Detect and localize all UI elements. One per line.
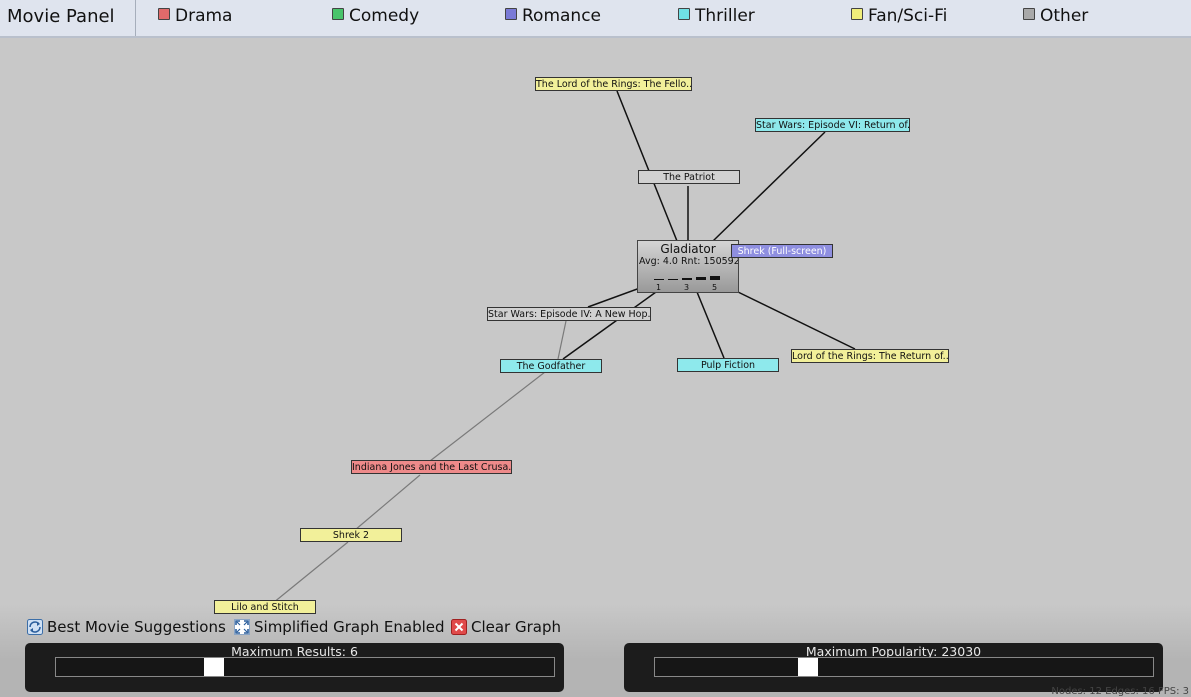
comedy-swatch-icon (332, 8, 344, 20)
node-star-wars-vi[interactable]: Star Wars: Episode VI: Return of... (755, 118, 910, 132)
max-popularity-slider-thumb[interactable] (798, 658, 818, 676)
edge-indiana-jones-shrek-2 (354, 474, 421, 531)
legend-other: Other (1023, 0, 1088, 36)
max-results-panel: Maximum Results: 6 (25, 643, 564, 692)
max-popularity-panel: Maximum Popularity: 23030 (624, 643, 1163, 692)
close-icon (451, 619, 467, 635)
node-shrek-fullscreen[interactable]: Shrek (Full-screen) (731, 244, 833, 258)
top-bar: Movie Panel Drama Comedy Romance Thrille… (0, 0, 1191, 38)
node-lilo-and-stitch[interactable]: Lilo and Stitch (214, 600, 316, 614)
node-pulp-fiction[interactable]: Pulp Fiction (677, 358, 779, 372)
max-results-slider[interactable] (55, 657, 555, 677)
rating-tick-5: 5 (712, 283, 718, 292)
center-node-stats: Avg: 4.0 Rnt: 150592 (639, 256, 739, 267)
expand-icon (234, 619, 250, 635)
other-swatch-icon (1023, 8, 1035, 20)
edge-shrek-2-lilo-stitch (272, 541, 349, 604)
rating-bar-4 (696, 277, 706, 280)
status-readout: Nodes: 12 Edges: 16 FPS: 3 (1051, 686, 1189, 697)
edge-gladiator-star-wars-vi (712, 131, 826, 242)
rating-bar-2 (668, 279, 678, 280)
drama-swatch-icon (158, 8, 170, 20)
legend-fan-sci-fi: Fan/Sci-Fi (851, 0, 947, 36)
best-suggestions-label: Best Movie Suggestions (47, 618, 226, 636)
max-popularity-slider[interactable] (654, 657, 1154, 677)
node-lotr-fellowship[interactable]: The Lord of the Rings: The Fello... (535, 77, 692, 91)
romance-swatch-icon (505, 8, 517, 20)
legend-romance: Romance (505, 0, 601, 36)
panel-title: Movie Panel (0, 0, 136, 36)
edge-gladiator-star-wars-iv (587, 287, 641, 308)
node-shrek-2[interactable]: Shrek 2 (300, 528, 402, 542)
center-node-title: Gladiator (660, 242, 716, 256)
node-indiana-jones[interactable]: Indiana Jones and the Last Crusa... (351, 460, 512, 474)
node-the-patriot[interactable]: The Patriot (638, 170, 740, 184)
fan-sci-fi-swatch-icon (851, 8, 863, 20)
clear-graph-button[interactable]: Clear Graph (451, 617, 561, 637)
center-node-gladiator[interactable]: Gladiator Avg: 4.0 Rnt: 150592 1 3 5 (637, 240, 739, 293)
edge-gladiator-lotr-return (737, 291, 856, 350)
max-results-label: Maximum Results: 6 (231, 644, 358, 659)
legend-comedy: Comedy (332, 0, 419, 36)
thriller-swatch-icon (678, 8, 690, 20)
simplified-graph-toggle[interactable]: Simplified Graph Enabled (234, 617, 445, 637)
node-star-wars-iv[interactable]: Star Wars: Episode IV: A New Hop... (487, 307, 651, 321)
edge-gladiator-godfather (562, 291, 657, 360)
clear-graph-label: Clear Graph (471, 618, 562, 636)
rating-bar-3 (682, 278, 692, 280)
refresh-icon (27, 619, 43, 635)
edge-gladiator-pulp-fiction (696, 291, 725, 359)
node-the-godfather[interactable]: The Godfather (500, 359, 602, 373)
rating-tick-3: 3 (684, 283, 690, 292)
max-results-slider-thumb[interactable] (204, 658, 224, 676)
edge-gladiator-lotr-fellowship (616, 90, 678, 242)
graph-edges (272, 90, 856, 604)
rating-bar-5 (710, 276, 720, 280)
legend-thriller: Thriller (678, 0, 755, 36)
simplified-graph-label: Simplified Graph Enabled (254, 618, 445, 636)
best-suggestions-toggle[interactable]: Best Movie Suggestions (27, 617, 226, 637)
legend-drama: Drama (158, 0, 232, 36)
node-lotr-return[interactable]: Lord of the Rings: The Return of... (791, 349, 949, 363)
max-popularity-label: Maximum Popularity: 23030 (805, 644, 982, 659)
edge-godfather-indiana-jones (429, 371, 546, 462)
rating-bar-1 (654, 279, 664, 280)
edge-star-wars-iv-godfather (557, 320, 567, 360)
rating-tick-1: 1 (656, 283, 662, 292)
